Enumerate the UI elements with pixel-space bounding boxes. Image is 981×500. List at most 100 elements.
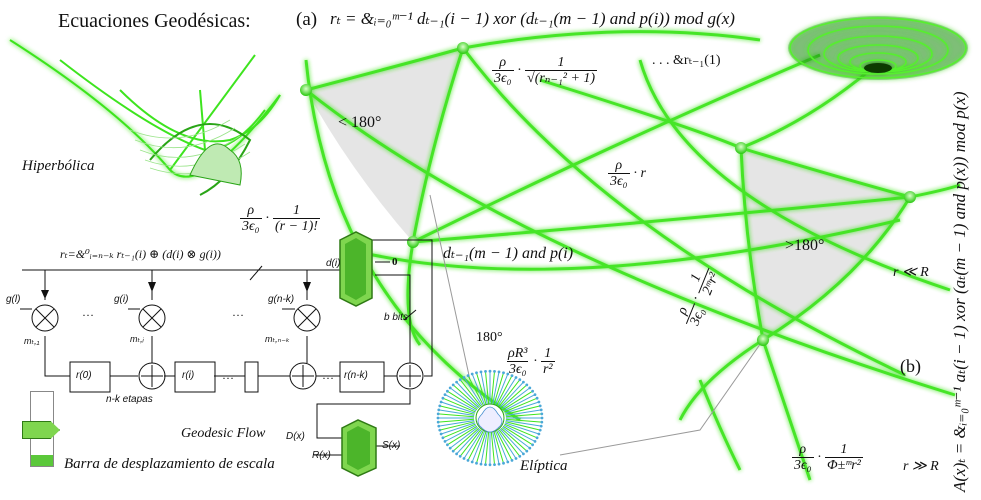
petal-line (440, 401, 476, 414)
node-point (407, 236, 419, 248)
zero-label: 0 (392, 256, 398, 268)
petal-tip (451, 449, 455, 453)
petal-line (504, 397, 538, 413)
petal-line (492, 432, 500, 465)
petal-line (490, 371, 495, 404)
petal-tip (446, 389, 449, 393)
reg-nk: r(n-k) (344, 370, 368, 381)
petal-line (442, 397, 476, 413)
petal-tip (438, 404, 442, 408)
rt-minus-1-label: . . . &rₜ₋₁(1) (652, 53, 721, 68)
petal-line (449, 387, 479, 410)
petal-line (502, 390, 533, 411)
petal-tip (506, 460, 510, 464)
scale-bar-handle[interactable] (22, 421, 60, 439)
petal-tip (458, 378, 462, 382)
r-ll-R-label: r ≪ R (893, 265, 929, 280)
petal-line (490, 432, 495, 465)
petal-line (449, 426, 479, 449)
part-b-label: (b) (900, 356, 921, 376)
petal-line (467, 375, 484, 406)
dots-2: … (232, 305, 244, 319)
petal-tip (510, 459, 514, 462)
petal-tip (502, 371, 505, 375)
petal-line (505, 420, 542, 427)
main-equation: rₜ = &ᵢ₌₀ᵐ⁻¹ dₜ₋₁(i − 1) xor (dₜ₋₁(m − 1… (330, 9, 735, 28)
petal-tip (514, 376, 518, 379)
bbits-label: b bits (384, 312, 408, 323)
petal-tip (506, 372, 510, 376)
circuit-equation: rₜ=&⁰ᵢ₌ₙ₋ₖ rₜ₋₁(i) ⊕ (d(i) ⊗ g(i)) (60, 247, 221, 261)
petal-tip (437, 408, 441, 412)
node-point (735, 142, 747, 154)
petal-tip (484, 463, 487, 466)
angle-gt180: >180° (785, 237, 825, 254)
petal-tip (438, 428, 442, 432)
petal-tip (455, 452, 458, 456)
reg-i: r(i) (182, 370, 195, 381)
petal-line (504, 401, 540, 414)
petal-line (440, 422, 476, 435)
petal-tip (535, 436, 539, 440)
petal-line (505, 405, 541, 415)
scale-bar-label: Barra de desplazamiento de escala (64, 456, 275, 472)
stages-label: n-k etapas (106, 394, 153, 405)
petal-tip (436, 412, 440, 416)
petal-line (447, 390, 478, 411)
petal-tip (448, 446, 452, 450)
petal-line (505, 421, 541, 431)
page-title: Ecuaciones Geodésicas: (58, 10, 251, 32)
petal-tip (514, 457, 518, 460)
hyperbolic-label: Hiperbólica (22, 158, 95, 174)
petal-tip (538, 428, 542, 432)
petal-tip (484, 370, 487, 373)
petal-tip (525, 383, 529, 387)
input-g-l: g(l) (6, 294, 21, 305)
petal-tip (518, 454, 522, 458)
petal-tip (497, 370, 501, 374)
petal-tip (522, 380, 525, 384)
node-point (457, 42, 469, 54)
dx-label: D(x) (286, 431, 305, 442)
petal-line (492, 371, 500, 404)
petal-line (502, 425, 533, 446)
petal-line (452, 427, 480, 452)
petal-line (456, 381, 481, 408)
petal-tip (539, 408, 543, 412)
petal-line (463, 377, 483, 406)
petal-line (438, 420, 475, 427)
petal-tip (537, 400, 541, 404)
petal-tip (436, 416, 440, 420)
petal-line (444, 394, 477, 412)
node-point (300, 84, 312, 96)
petal-tip (518, 378, 522, 382)
petal-tip (455, 380, 458, 384)
petal-tip (466, 459, 470, 462)
petal-tip (446, 443, 449, 447)
petal-line (438, 413, 475, 418)
petal-tip (497, 462, 501, 466)
petal-tip (531, 443, 534, 447)
petal-tip (539, 424, 543, 428)
petal-tip (525, 449, 529, 453)
petal-tip (448, 386, 452, 390)
petal-line (452, 384, 480, 409)
petal-tip (458, 454, 462, 458)
elliptic-label: Elíptica (520, 458, 568, 474)
petal-line (442, 423, 476, 439)
petal-line (501, 426, 531, 449)
petal-line (444, 424, 477, 442)
petal-tip (493, 370, 496, 373)
mult-label-1: mₜ,₁ (24, 336, 40, 346)
petal-tip (466, 374, 470, 377)
petal-tip (488, 463, 492, 467)
petal-tip (528, 386, 532, 390)
petal-line (439, 421, 475, 431)
petal-tip (443, 440, 447, 443)
petal-line (471, 373, 485, 405)
part-a-label: (a) (296, 9, 318, 30)
petal-tip (470, 460, 474, 464)
petal-tip (538, 404, 542, 408)
